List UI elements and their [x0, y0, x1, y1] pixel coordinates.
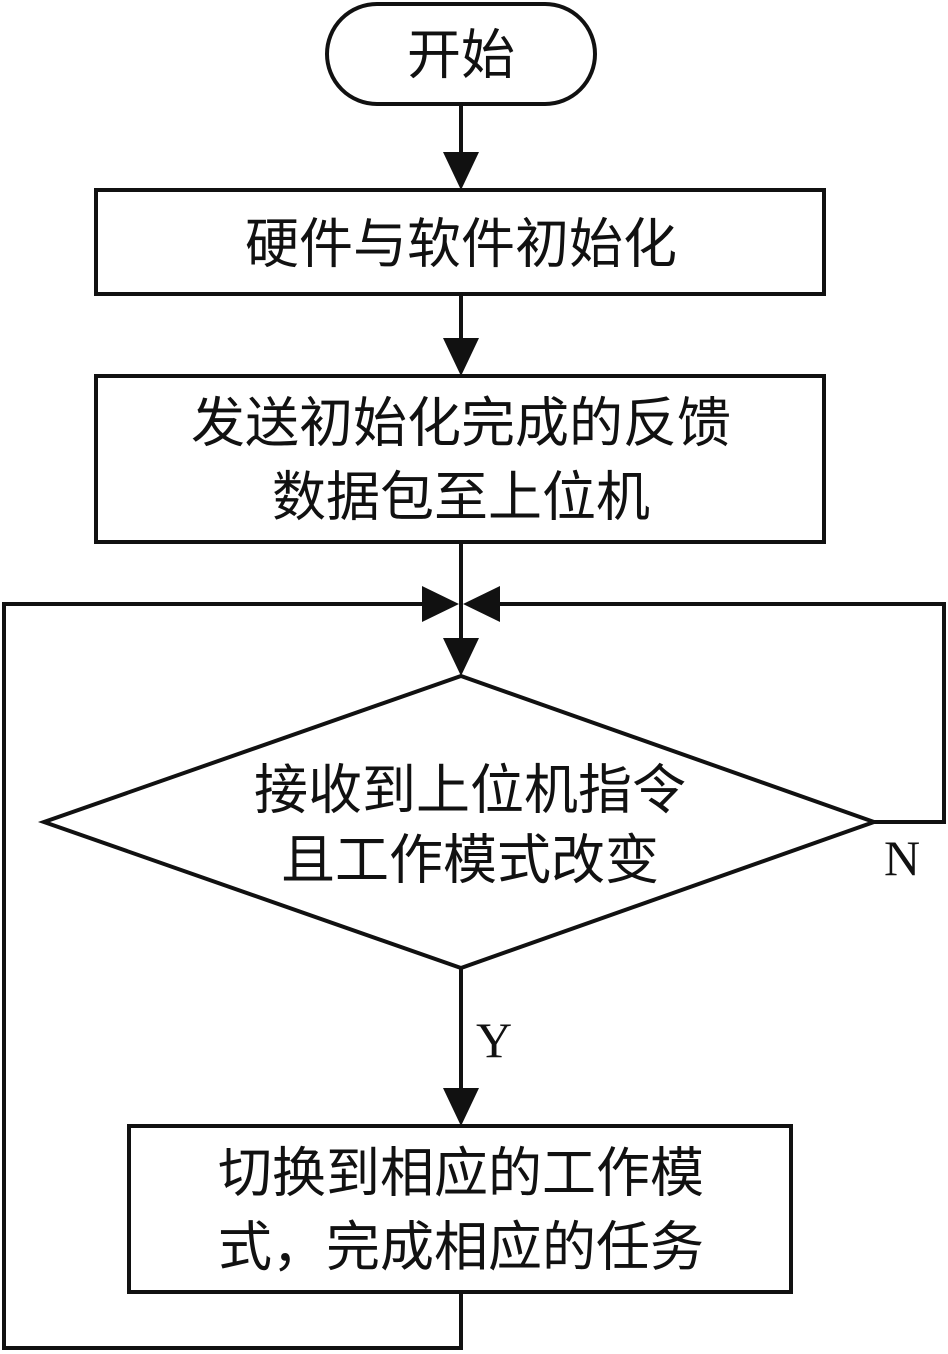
decision-line-2: 且工作模式改变	[281, 829, 659, 892]
arrowhead-feedback-to-decision	[443, 638, 479, 676]
loop-back-line-left	[2, 602, 463, 1350]
no-branch-line-right	[500, 602, 946, 824]
yes-branch-label: Y	[476, 1012, 512, 1068]
arrowhead-loop-right	[463, 586, 500, 622]
switch-line-1: 切换到相应的工作模	[218, 1142, 704, 1205]
arrowhead-decision-to-switch	[443, 1088, 479, 1126]
feedback-line-2: 数据包至上位机	[272, 466, 650, 529]
arrowhead-start-to-init	[443, 152, 479, 190]
switch-line-2: 式，完成相应的任务	[218, 1216, 704, 1279]
decision-line-1: 接收到上位机指令	[254, 759, 686, 822]
no-branch-label: N	[884, 830, 920, 886]
switch-process-box	[127, 1124, 793, 1294]
arrowhead-init-to-feedback	[443, 338, 479, 376]
start-label: 开始	[407, 24, 515, 87]
feedback-line-1: 发送初始化完成的反馈	[191, 392, 731, 455]
init-process-label: 硬件与软件初始化	[245, 213, 677, 276]
decision-diamond	[37, 673, 881, 971]
init-process-box	[94, 188, 826, 296]
arrowhead-loop-left	[422, 586, 459, 622]
